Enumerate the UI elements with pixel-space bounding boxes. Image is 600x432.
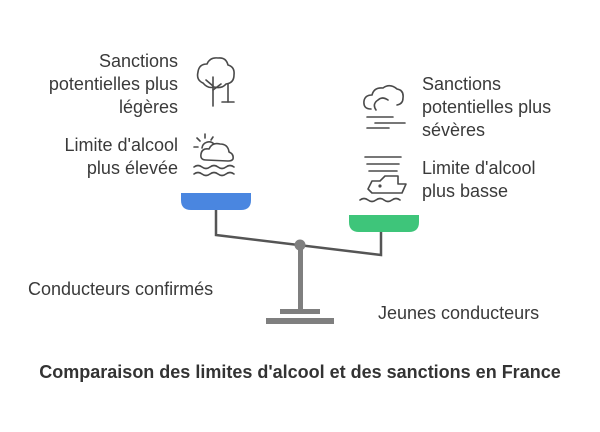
sun-waves-icon bbox=[193, 133, 235, 177]
right-sanction-line-1: Sanctions bbox=[422, 74, 502, 94]
left-sanction-label: Sanctions potentielles plus légères bbox=[49, 50, 178, 119]
left-sanction-line-3: légères bbox=[118, 97, 178, 117]
tree-icon bbox=[196, 57, 235, 107]
scale-base-step bbox=[280, 309, 320, 314]
boat-waves-icon bbox=[359, 156, 407, 203]
right-limit-line-2: plus basse bbox=[422, 181, 509, 201]
diagram-title: Comparaison des limites d'alcool et des … bbox=[39, 362, 561, 382]
scale-post bbox=[298, 247, 303, 311]
right-group-label: Jeunes conducteurs bbox=[378, 303, 540, 323]
right-sanction-line-2: potentielles plus bbox=[422, 97, 552, 117]
right-pan bbox=[349, 215, 419, 232]
scale-pivot bbox=[294, 239, 306, 251]
right-sanction-line-3: sévères bbox=[422, 120, 486, 140]
right-sanction-label: Sanctions potentielles plus sévères bbox=[422, 73, 551, 142]
left-pan bbox=[181, 193, 251, 210]
right-limit-label: Limite d'alcool plus basse bbox=[422, 157, 536, 203]
left-limit-label: Limite d'alcool plus élevée bbox=[65, 134, 179, 180]
left-limit-line-1: Limite d'alcool bbox=[64, 135, 179, 155]
storm-cloud-icon bbox=[363, 84, 406, 129]
scale-base bbox=[266, 318, 334, 324]
left-sanction-line-2: potentielles plus bbox=[48, 74, 178, 94]
left-group-label: Conducteurs confirmés bbox=[28, 279, 214, 299]
left-limit-line-2: plus élevée bbox=[86, 158, 178, 178]
left-sanction-line-1: Sanctions bbox=[98, 51, 178, 71]
right-limit-line-1: Limite d'alcool bbox=[422, 158, 536, 178]
